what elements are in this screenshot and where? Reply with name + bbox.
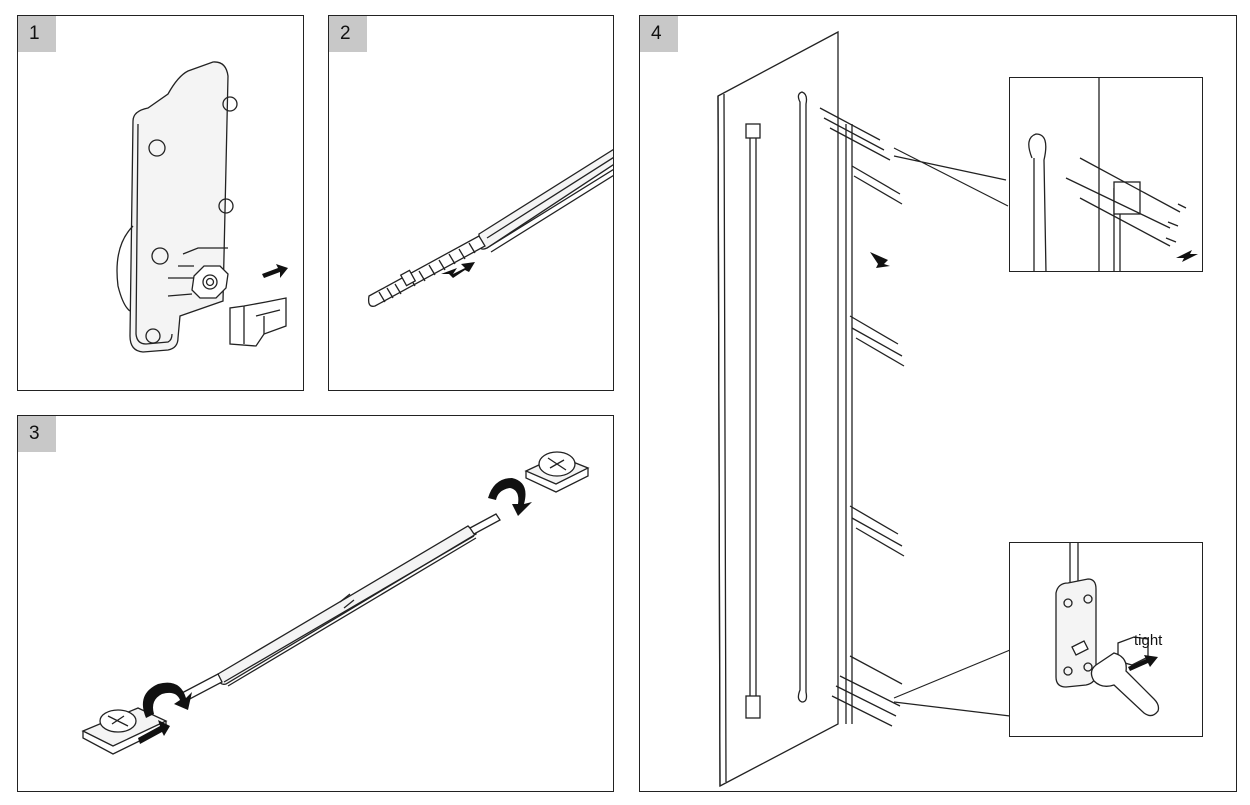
hinge-plate xyxy=(129,61,229,353)
hole xyxy=(148,139,166,157)
detail-inset-top xyxy=(1009,77,1203,272)
door-panel xyxy=(717,30,839,788)
push-arrow xyxy=(138,720,170,744)
step-4-illustration xyxy=(717,30,1011,788)
step-2-panel: 2 xyxy=(328,15,614,391)
detail-inset-bottom: tight xyxy=(1009,542,1203,737)
profile-channel xyxy=(478,149,613,250)
handle xyxy=(797,91,808,703)
step-1-panel: 1 xyxy=(17,15,304,391)
rotate-arrow-top xyxy=(488,478,532,516)
step-4-number: 4 xyxy=(640,16,678,52)
handle-detail xyxy=(1028,133,1047,271)
inset-arrow xyxy=(1176,250,1198,262)
hex-nut xyxy=(191,265,229,299)
door-rail xyxy=(749,128,757,716)
hole xyxy=(222,96,238,112)
hole xyxy=(218,198,234,214)
step-4-panel: 4 xyxy=(639,15,1237,792)
slide-arrow xyxy=(441,262,475,278)
rotate-arrow-bottom xyxy=(142,682,192,718)
step-2-illustration xyxy=(367,149,613,307)
step-1-number: 1 xyxy=(18,16,56,52)
insert-arrow xyxy=(870,252,890,268)
step-3-illustration xyxy=(81,451,590,755)
step-3-number: 3 xyxy=(18,416,56,452)
frame-rail xyxy=(845,124,853,724)
step-1-illustration xyxy=(116,61,288,353)
hole xyxy=(151,247,169,265)
step-3-panel: 3 xyxy=(17,415,614,792)
insert-arrow xyxy=(262,264,288,278)
hole xyxy=(145,328,161,344)
tighten-arrow xyxy=(1128,655,1158,671)
wrench xyxy=(1090,652,1160,717)
clip xyxy=(229,297,287,347)
inset-top-illustration xyxy=(1028,78,1198,271)
tight-label: tight xyxy=(1134,632,1163,649)
inset-bottom-illustration: tight xyxy=(1055,543,1163,717)
step-2-number: 2 xyxy=(329,16,367,52)
